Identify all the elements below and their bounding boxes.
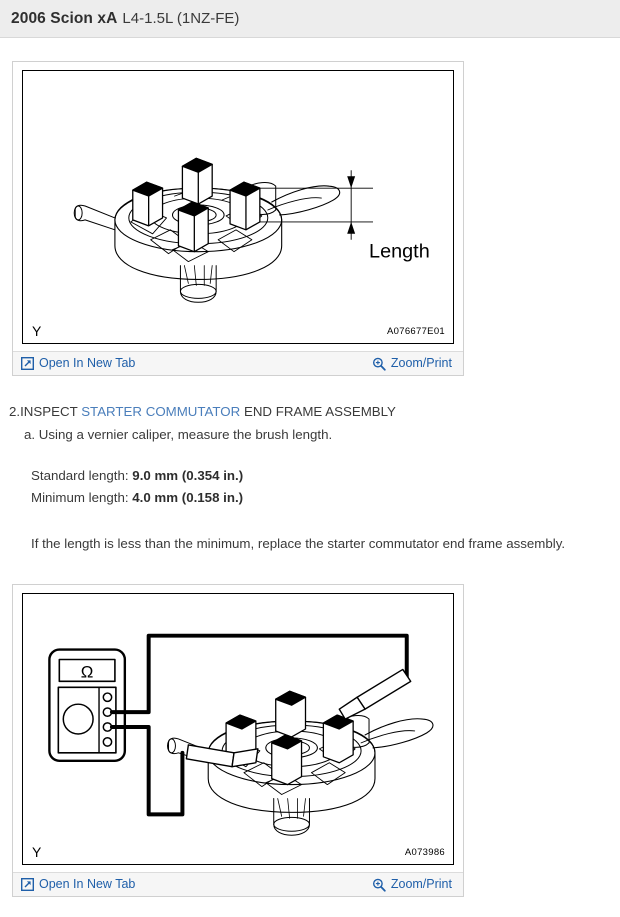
vehicle-header: 2006 Scion xA L4-1.5L (1NZ-FE) (0, 0, 620, 38)
magnifier-icon (372, 357, 386, 371)
ohmmeter-display (58, 658, 116, 683)
ohmmeter-jack-4 (102, 736, 113, 747)
figure-canvas-wrap: Length Y A076677E01 (13, 62, 463, 351)
step-heading: 2.INSPECT STARTER COMMUTATOR END FRAME A… (0, 402, 620, 423)
test-probe-right (356, 668, 412, 710)
step-number: 2. (9, 404, 21, 419)
zoom-print-button[interactable]: Zoom/Print (372, 357, 452, 371)
open-in-new-tab-icon (21, 357, 34, 370)
starter-commutator-link[interactable]: STARTER COMMUTATOR (81, 404, 241, 419)
figure-reference-code: A076677E01 (387, 326, 445, 337)
instructions-block: 2.INSPECT STARTER COMMUTATOR END FRAME A… (0, 402, 620, 555)
spec-row-minimum: Minimum length: 4.0 mm (0.158 in.) (31, 487, 620, 509)
figure-corner-mark: Y (32, 844, 42, 860)
magnifier-icon (372, 878, 386, 892)
figure-panel-brush-length: Length Y A076677E01 Open In New Tab (12, 61, 464, 376)
ohmmeter-jack-1 (102, 692, 113, 703)
open-in-new-tab-icon (21, 878, 34, 891)
vehicle-name: 2006 Scion xA (11, 9, 118, 27)
zoom-print-label: Zoom/Print (390, 356, 452, 371)
zoom-print-button[interactable]: Zoom/Print (372, 878, 452, 892)
figure-corner-mark: Y (32, 323, 42, 339)
ohmmeter-dial (62, 703, 94, 735)
figure-canvas-wrap: Ω (13, 585, 463, 872)
spec-value-minimum: 4.0 mm (0.158 in.) (132, 489, 244, 505)
step-prefix: INSPECT (20, 404, 82, 419)
figure-canvas: Length Y A076677E01 (22, 70, 454, 344)
figure-panel-continuity-test: Ω (12, 584, 464, 897)
spec-label-standard: Standard length: (31, 468, 129, 484)
specification-block: Standard length: 9.0 mm (0.354 in.) Mini… (0, 465, 620, 508)
vehicle-engine: L4-1.5L (1NZ-FE) (122, 10, 240, 27)
ohmmeter-continuity-test-diagram: Ω (48, 633, 434, 836)
open-in-new-tab-label: Open In New Tab (39, 356, 136, 371)
substep-a: a. Using a vernier caliper, measure the … (24, 426, 333, 442)
figure-canvas: Ω (22, 593, 454, 865)
spec-value-standard: 9.0 mm (0.354 in.) (132, 468, 244, 484)
ohmmeter-panel (57, 686, 117, 754)
step-suffix: END FRAME ASSEMBLY (240, 404, 396, 419)
spec-row-standard: Standard length: 9.0 mm (0.354 in.) (31, 465, 620, 487)
spec-label-minimum: Minimum length: (31, 489, 129, 505)
dimension-label-length: Length (369, 241, 430, 263)
open-in-new-tab-button[interactable]: Open In New Tab (21, 878, 135, 891)
test-lead-upper (109, 633, 409, 715)
figure-toolbar: Open In New Tab Zoom/Print (13, 872, 463, 896)
figure-reference-code: A073986 (404, 847, 445, 858)
figure-toolbar: Open In New Tab Zoom/Print (13, 351, 463, 375)
ohm-symbol: Ω (81, 662, 94, 681)
open-in-new-tab-button[interactable]: Open In New Tab (21, 357, 135, 370)
test-lead-lower (109, 725, 185, 817)
open-in-new-tab-label: Open In New Tab (39, 877, 136, 892)
starter-end-frame-diagram: Length (73, 157, 430, 303)
zoom-print-label: Zoom/Print (390, 877, 452, 892)
replacement-note: If the length is less than the minimum, … (31, 536, 566, 552)
